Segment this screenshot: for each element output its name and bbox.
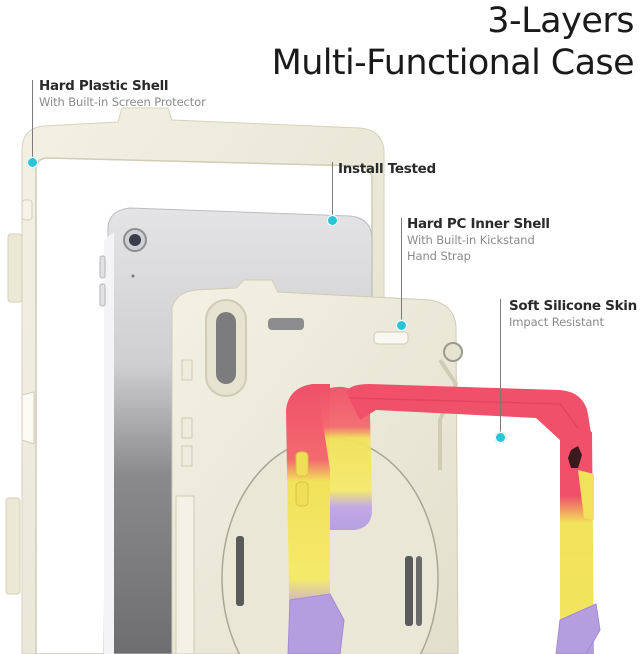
callout-dot-hard-pc-inner-shell bbox=[396, 320, 407, 331]
callout-title: Hard PC Inner Shell bbox=[407, 216, 550, 232]
callout-title: Soft Silicone Skin bbox=[509, 298, 637, 314]
headline: 3-Layers Multi-Functional Case bbox=[271, 0, 635, 84]
headline-line-1: 3-Layers bbox=[487, 1, 634, 41]
callout-dot-hard-plastic-shell bbox=[27, 157, 38, 168]
callout-title: Hard Plastic Shell bbox=[39, 78, 169, 94]
callout-install-tested: Install Tested bbox=[338, 161, 436, 177]
callout-subtitle: Hand Strap bbox=[407, 249, 471, 263]
callout-line-hard-pc-inner-shell bbox=[401, 218, 402, 325]
callout-subtitle: With Built-in Screen Protector bbox=[39, 95, 206, 109]
callout-dot-soft-silicone-skin bbox=[495, 432, 506, 443]
callout-line-soft-silicone-skin bbox=[500, 299, 501, 437]
headline-line-2: Multi-Functional Case bbox=[271, 43, 635, 83]
callout-line-hard-plastic-shell bbox=[32, 80, 33, 162]
soft-silicone-skin bbox=[286, 384, 601, 654]
callout-hard-plastic-shell: Hard Plastic Shell With Built-in Screen … bbox=[39, 78, 206, 110]
callout-line-install-tested bbox=[332, 162, 333, 220]
callout-subtitle: Impact Resistant bbox=[509, 315, 604, 329]
callout-subtitle: With Built-in Kickstand bbox=[407, 233, 535, 247]
callout-dot-install-tested bbox=[327, 215, 338, 226]
callout-hard-pc-inner-shell: Hard PC Inner Shell With Built-in Kickst… bbox=[407, 216, 550, 264]
callout-soft-silicone-skin: Soft Silicone Skin Impact Resistant bbox=[509, 298, 637, 330]
callout-title: Install Tested bbox=[338, 161, 436, 177]
